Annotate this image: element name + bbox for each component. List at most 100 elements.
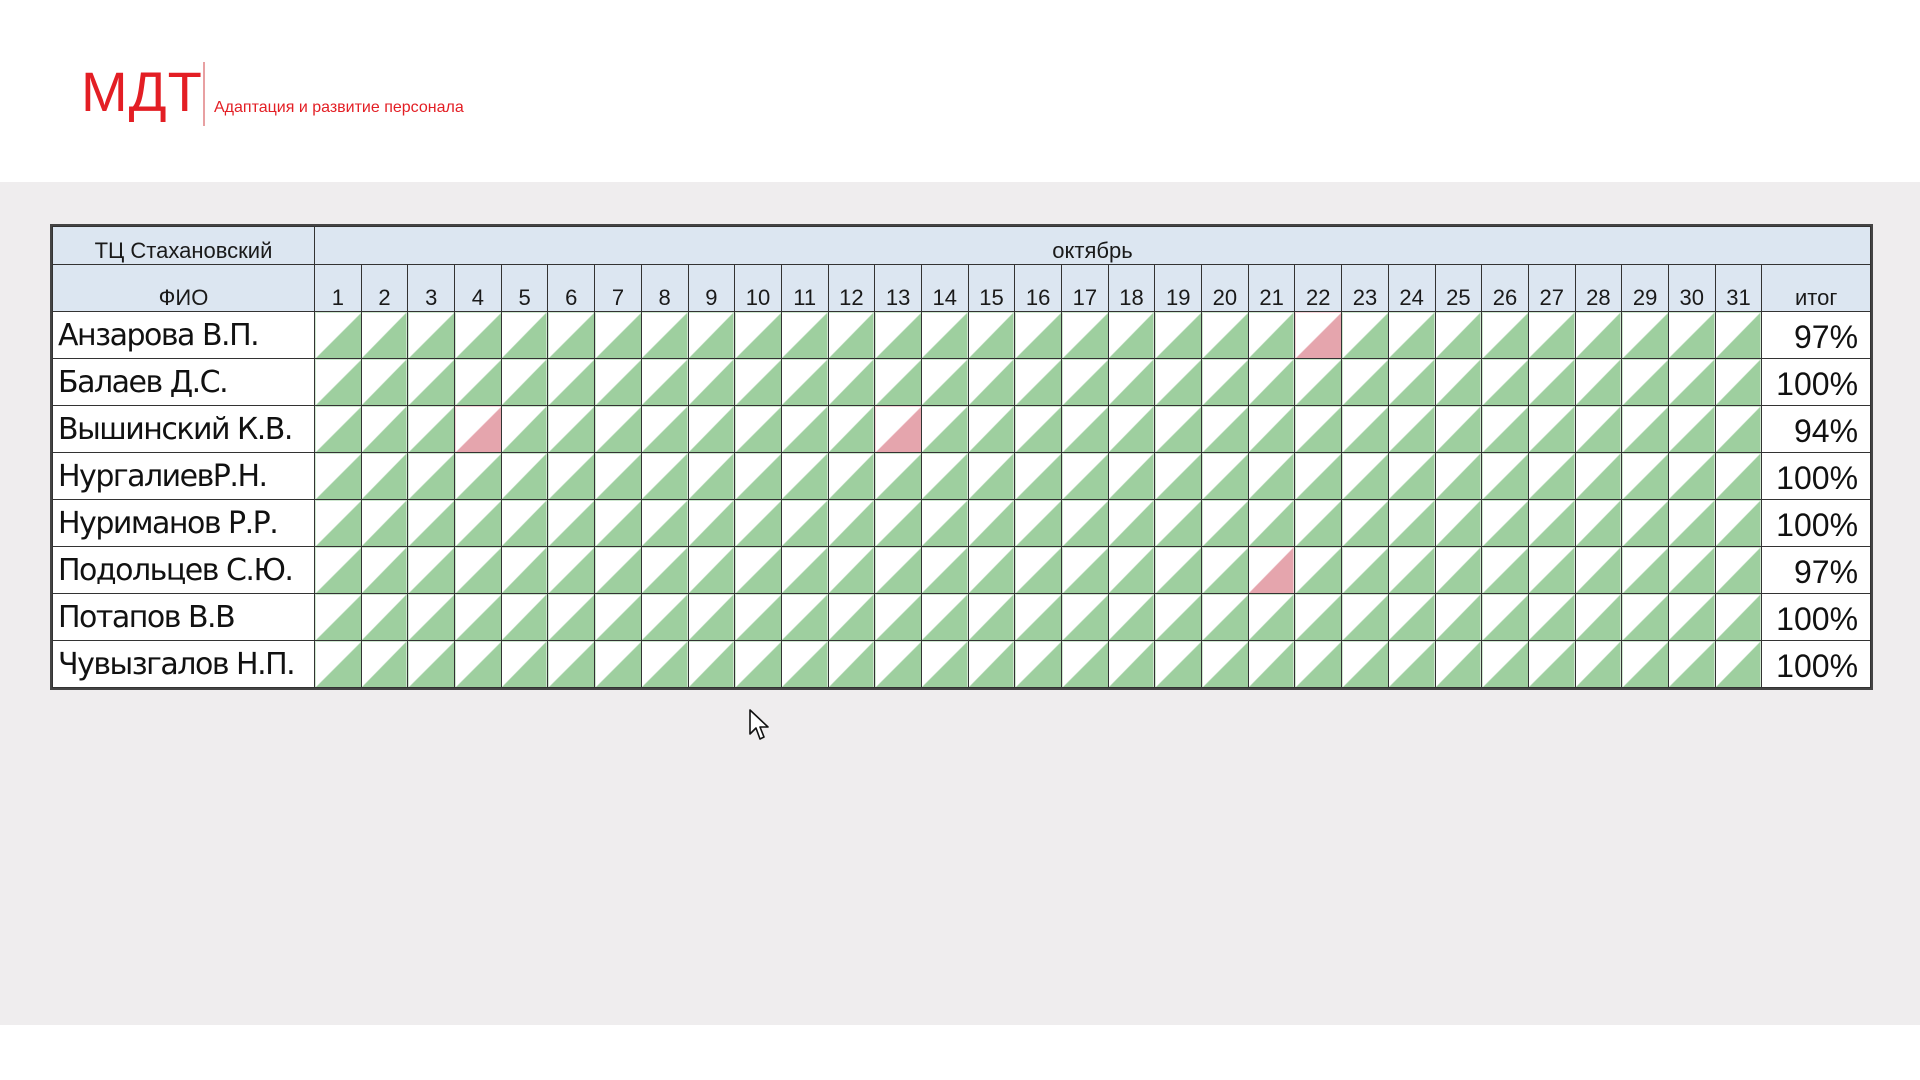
attendance-cell-present[interactable] [500, 358, 549, 406]
day-header[interactable]: 4 [454, 264, 502, 312]
attendance-cell-present[interactable] [920, 640, 969, 688]
attendance-cell-present[interactable] [1247, 311, 1296, 359]
attendance-cell-present[interactable] [1061, 593, 1109, 641]
attendance-cell-present[interactable] [780, 405, 829, 453]
attendance-cell-present[interactable] [1201, 358, 1249, 406]
day-header[interactable]: 2 [360, 264, 409, 312]
attendance-cell-present[interactable] [454, 499, 502, 547]
attendance-cell-present[interactable] [1154, 452, 1203, 500]
day-header[interactable]: 21 [1247, 264, 1296, 312]
location-header[interactable]: ТЦ Стахановский [52, 226, 315, 265]
attendance-cell-present[interactable] [1341, 499, 1389, 547]
attendance-cell-present[interactable] [454, 546, 502, 594]
attendance-cell-present[interactable] [1714, 405, 1763, 453]
attendance-cell-present[interactable] [640, 593, 689, 641]
attendance-cell-present[interactable] [1154, 593, 1203, 641]
attendance-cell-present[interactable] [1481, 640, 1529, 688]
attendance-cell-present[interactable] [1527, 405, 1576, 453]
attendance-cell-present[interactable] [780, 358, 829, 406]
attendance-cell-present[interactable] [874, 593, 922, 641]
attendance-cell-present[interactable] [827, 358, 876, 406]
attendance-cell-present[interactable] [1294, 593, 1343, 641]
attendance-cell-present[interactable] [1201, 311, 1249, 359]
attendance-cell-present[interactable] [1107, 452, 1156, 500]
attendance-cell-present[interactable] [454, 358, 502, 406]
attendance-cell-present[interactable] [500, 640, 549, 688]
attendance-cell-present[interactable] [1341, 358, 1389, 406]
attendance-cell-present[interactable] [1014, 452, 1062, 500]
attendance-cell-present[interactable] [1294, 546, 1343, 594]
attendance-cell-present[interactable] [780, 640, 829, 688]
employee-name-cell[interactable]: Анзарова В.П. [52, 311, 315, 359]
total-column-header[interactable]: итог [1761, 264, 1872, 312]
attendance-cell-present[interactable] [1527, 499, 1576, 547]
day-header[interactable]: 30 [1667, 264, 1716, 312]
employee-name-cell[interactable]: Балаев Д.С. [52, 358, 315, 406]
attendance-cell-present[interactable] [1574, 640, 1623, 688]
attendance-cell-present[interactable] [407, 499, 456, 547]
day-header[interactable]: 3 [407, 264, 456, 312]
attendance-cell-present[interactable] [407, 452, 456, 500]
attendance-cell-present[interactable] [1294, 452, 1343, 500]
attendance-cell-present[interactable] [1014, 499, 1062, 547]
day-header[interactable]: 25 [1434, 264, 1483, 312]
attendance-cell-present[interactable] [1527, 546, 1576, 594]
attendance-cell-present[interactable] [360, 358, 409, 406]
attendance-cell-present[interactable] [874, 499, 922, 547]
attendance-cell-present[interactable] [920, 405, 969, 453]
attendance-cell-present[interactable] [1247, 405, 1296, 453]
attendance-cell-present[interactable] [874, 358, 922, 406]
attendance-cell-present[interactable] [1061, 311, 1109, 359]
attendance-cell-present[interactable] [360, 593, 409, 641]
attendance-cell-present[interactable] [874, 452, 922, 500]
attendance-cell-present[interactable] [1154, 640, 1203, 688]
day-header[interactable]: 28 [1574, 264, 1623, 312]
attendance-total-cell[interactable]: 100% [1761, 593, 1872, 641]
attendance-cell-present[interactable] [827, 405, 876, 453]
attendance-cell-present[interactable] [1434, 640, 1483, 688]
day-header[interactable]: 10 [734, 264, 782, 312]
attendance-cell-present[interactable] [594, 452, 642, 500]
attendance-cell-present[interactable] [1247, 499, 1296, 547]
attendance-cell-present[interactable] [1154, 546, 1203, 594]
day-header[interactable]: 9 [687, 264, 736, 312]
attendance-cell-present[interactable] [1387, 499, 1436, 547]
employee-name-cell[interactable]: Потапов В.В [52, 593, 315, 641]
attendance-cell-present[interactable] [640, 546, 689, 594]
attendance-cell-present[interactable] [547, 358, 596, 406]
attendance-cell-present[interactable] [594, 358, 642, 406]
attendance-cell-present[interactable] [1714, 640, 1763, 688]
attendance-cell-present[interactable] [1574, 311, 1623, 359]
employee-name-cell[interactable]: Подольцев С.Ю. [52, 546, 315, 594]
attendance-total-cell[interactable]: 100% [1761, 499, 1872, 547]
attendance-cell-present[interactable] [687, 405, 736, 453]
attendance-total-cell[interactable]: 100% [1761, 452, 1872, 500]
day-header[interactable]: 19 [1154, 264, 1203, 312]
attendance-cell-present[interactable] [1574, 546, 1623, 594]
day-header[interactable]: 31 [1714, 264, 1763, 312]
name-column-header[interactable]: ФИО [52, 264, 315, 312]
attendance-cell-present[interactable] [827, 452, 876, 500]
attendance-cell-present[interactable] [1527, 640, 1576, 688]
attendance-cell-present[interactable] [1387, 405, 1436, 453]
attendance-cell-present[interactable] [1481, 452, 1529, 500]
attendance-cell-present[interactable] [1621, 452, 1669, 500]
attendance-cell-present[interactable] [1714, 452, 1763, 500]
attendance-cell-present[interactable] [547, 311, 596, 359]
attendance-cell-present[interactable] [1434, 405, 1483, 453]
attendance-cell-present[interactable] [1107, 405, 1156, 453]
attendance-cell-present[interactable] [1341, 452, 1389, 500]
attendance-cell-absent[interactable] [874, 405, 922, 453]
attendance-cell-present[interactable] [1714, 546, 1763, 594]
attendance-cell-present[interactable] [1107, 546, 1156, 594]
attendance-cell-present[interactable] [1527, 593, 1576, 641]
attendance-cell-present[interactable] [1014, 640, 1062, 688]
attendance-cell-present[interactable] [407, 546, 456, 594]
day-header[interactable]: 12 [827, 264, 876, 312]
attendance-cell-present[interactable] [1014, 358, 1062, 406]
attendance-cell-present[interactable] [1714, 358, 1763, 406]
attendance-cell-present[interactable] [827, 311, 876, 359]
attendance-cell-present[interactable] [1387, 593, 1436, 641]
attendance-cell-present[interactable] [1061, 546, 1109, 594]
attendance-cell-present[interactable] [1247, 358, 1296, 406]
